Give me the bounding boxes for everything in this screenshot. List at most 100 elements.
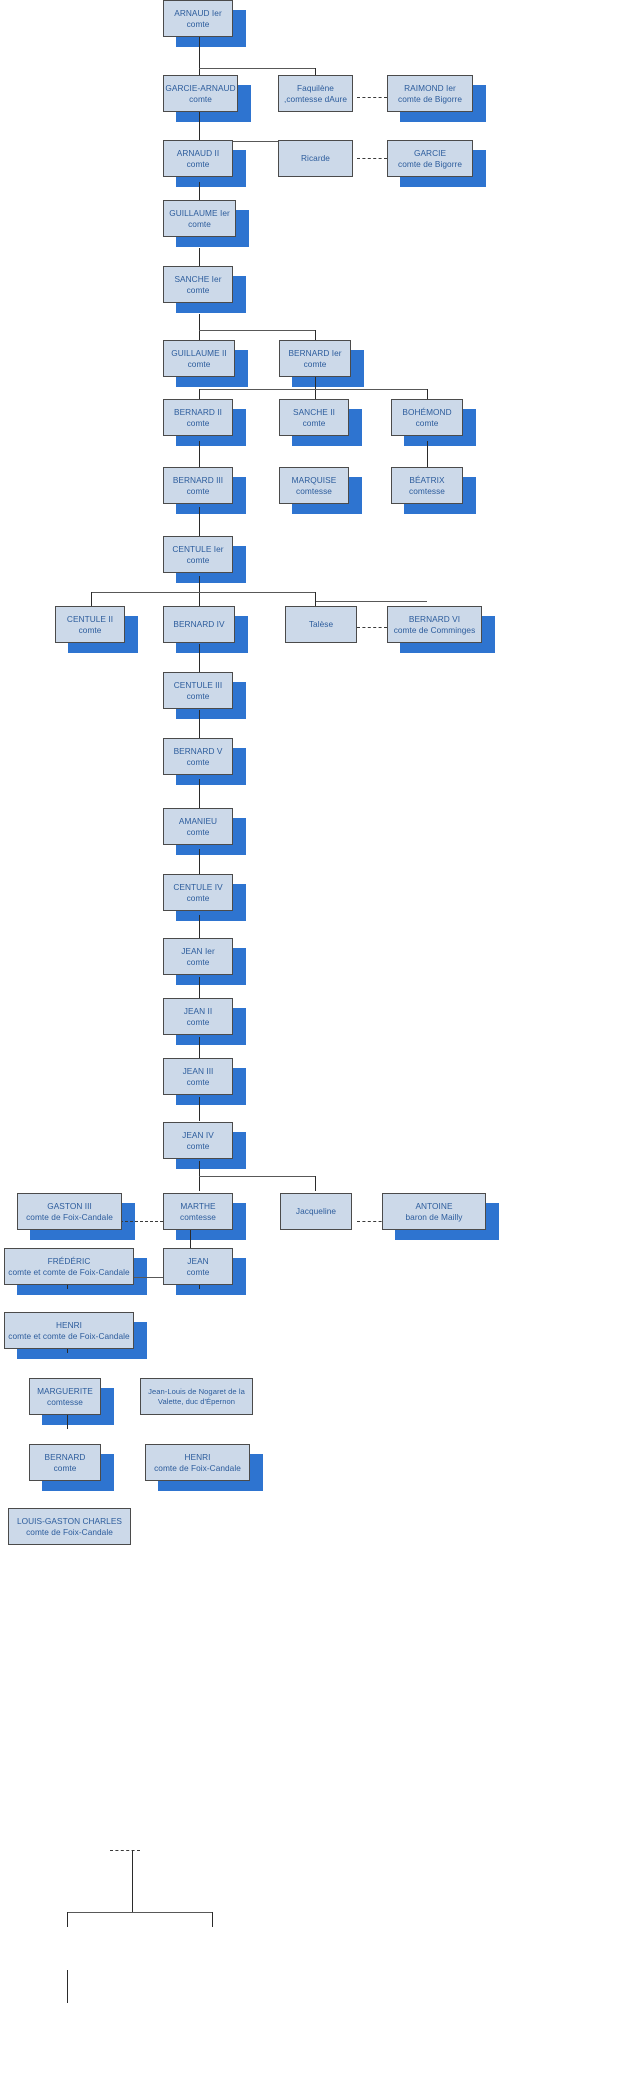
node-title: comte — [186, 956, 210, 967]
node-name: MARQUISE — [291, 474, 337, 485]
node-name: HENRI — [55, 1319, 83, 1330]
connector-line — [315, 592, 316, 610]
node-jean2[interactable]: JEAN II comte — [163, 998, 233, 1035]
node-title: comte de Foix-Candale — [154, 1462, 241, 1473]
node-louis-gaston-charles[interactable]: LOUIS-GASTON CHARLES comte de Foix-Canda… — [8, 1508, 131, 1545]
node-title: comte — [302, 417, 326, 428]
node-name: Jean-Louis de Nogaret de la — [148, 1386, 245, 1396]
connector-line — [427, 389, 428, 399]
connector-line — [199, 314, 200, 340]
connector-line — [199, 849, 200, 877]
node-title: comtesse — [409, 485, 445, 496]
connector-line — [315, 373, 316, 399]
connector-line — [199, 141, 316, 142]
connector-line — [199, 1176, 316, 1177]
connector-line — [199, 977, 200, 998]
node-bernard6[interactable]: BERNARD VI comte de Comminges — [387, 606, 482, 643]
node-name: BOHÉMOND — [402, 406, 452, 417]
node-sanche1[interactable]: SANCHE Ier comte — [163, 266, 233, 303]
node-marguerite[interactable]: MARGUERITE comtesse — [29, 1378, 101, 1415]
node-marquise[interactable]: MARQUISE comtesse — [279, 467, 349, 504]
marriage-connector — [110, 1850, 140, 1851]
node-title: comte — [186, 690, 210, 701]
node-amanieu[interactable]: AMANIEU comte — [163, 808, 233, 845]
node-guillaume1[interactable]: GUILLAUME Ier comte — [163, 200, 236, 237]
node-faquilene[interactable]: Faquilène ,comtesse dAure — [278, 75, 353, 112]
node-jean-louis-nogaret[interactable]: Jean-Louis de Nogaret de la Valette, duc… — [140, 1378, 253, 1415]
node-sanche2[interactable]: SANCHE II comte — [279, 399, 349, 436]
node-title: comte — [186, 756, 210, 767]
node-jean4[interactable]: JEAN IV comte — [163, 1122, 233, 1159]
node-name: SANCHE Ier — [174, 273, 222, 284]
node-name: Faquilène — [297, 82, 334, 93]
node-raimond1[interactable]: RAIMOND Ier comte de Bigorre — [387, 75, 473, 112]
node-title: comtesse — [47, 1396, 83, 1407]
node-centule4[interactable]: CENTULE IV comte — [163, 874, 233, 911]
node-title: comte — [186, 1266, 210, 1277]
node-garcie[interactable]: GARCIE comte de Bigorre — [387, 140, 473, 177]
node-ricarde[interactable]: Ricarde — [278, 140, 353, 177]
node-name: HENRI — [184, 1451, 211, 1462]
connector-line — [199, 110, 200, 149]
node-henri1[interactable]: HENRI comte et comte de Foix-Candale — [4, 1312, 134, 1349]
node-guillaume2[interactable]: GUILLAUME II comte — [163, 340, 235, 377]
node-talese[interactable]: Talèse — [285, 606, 357, 643]
node-marthe[interactable]: MARTHE comtesse — [163, 1193, 233, 1230]
connector-line — [199, 507, 200, 536]
node-bernard3[interactable]: BERNARD III comte — [163, 467, 233, 504]
node-antoine[interactable]: ANTOINE baron de Mailly — [382, 1193, 486, 1230]
node-name: ANTOINE — [415, 1200, 453, 1211]
node-title: comte — [186, 1076, 210, 1087]
connector-line — [199, 37, 200, 75]
node-title: comte — [186, 485, 210, 496]
node-name: GASTON III — [47, 1200, 92, 1211]
node-name: GUILLAUME II — [171, 347, 227, 358]
connector-line — [199, 1097, 200, 1121]
node-bernard1[interactable]: BERNARD Ier comte — [279, 340, 351, 377]
node-title: comte — [78, 624, 102, 635]
connector-line — [199, 389, 428, 390]
node-title: comte — [186, 892, 210, 903]
node-frederic[interactable]: FRÉDÉRIC comte et comte de Foix-Candale — [4, 1248, 134, 1285]
node-garcie-arnaud[interactable]: GARCIE-ARNAUD comte — [163, 75, 238, 112]
node-jacqueline[interactable]: Jacqueline — [280, 1193, 352, 1230]
node-title: baron de Mailly — [405, 1211, 463, 1222]
node-title: comte — [186, 417, 210, 428]
node-arnaud2[interactable]: ARNAUD II comte — [163, 140, 233, 177]
node-jean-b[interactable]: JEAN comte — [163, 1248, 233, 1285]
node-name: BÉATRIX — [409, 474, 445, 485]
node-name: JEAN IV — [182, 1129, 214, 1140]
node-arnaud1[interactable]: ARNAUD Ier comte — [163, 0, 233, 37]
connector-line — [199, 644, 200, 672]
connector-line — [315, 330, 316, 340]
node-title: comte et comte de Foix-Candale — [8, 1266, 130, 1277]
node-bernard5[interactable]: BERNARD V comte — [163, 738, 233, 775]
connector-line — [91, 592, 315, 593]
node-name: BERNARD IV — [173, 619, 225, 629]
node-beatrix[interactable]: BÉATRIX comtesse — [391, 467, 463, 504]
node-title: comte — [53, 1462, 77, 1473]
connector-line — [199, 389, 200, 399]
marriage-connector — [357, 158, 387, 159]
node-title: comte — [186, 18, 210, 29]
node-henri2[interactable]: HENRI comte de Foix-Candale — [145, 1444, 250, 1481]
node-bernard4[interactable]: BERNARD IV — [163, 606, 235, 643]
node-bohemond[interactable]: BOHÉMOND comte — [391, 399, 463, 436]
node-name: CENTULE IV — [173, 881, 223, 892]
node-centule3[interactable]: CENTULE III comte — [163, 672, 233, 709]
node-title: Valette, duc d'Épernon — [157, 1396, 236, 1406]
node-name: JEAN — [187, 1255, 209, 1266]
node-title: comtesse — [296, 485, 332, 496]
node-bernard2[interactable]: BERNARD II comte — [163, 399, 233, 436]
node-jean1[interactable]: JEAN Ier comte — [163, 938, 233, 975]
connector-line — [67, 1912, 212, 1913]
node-centule1[interactable]: CENTULE Ier comte — [163, 536, 233, 573]
node-gaston3[interactable]: GASTON III comte de Foix-Candale — [17, 1193, 122, 1230]
connector-line — [199, 915, 200, 938]
node-centule2[interactable]: CENTULE II comte — [55, 606, 125, 643]
node-name: MARGUERITE — [37, 1385, 93, 1396]
node-jean3[interactable]: JEAN III comte — [163, 1058, 233, 1095]
node-name: ARNAUD Ier — [174, 7, 222, 18]
node-bernard-b[interactable]: BERNARD comte — [29, 1444, 101, 1481]
